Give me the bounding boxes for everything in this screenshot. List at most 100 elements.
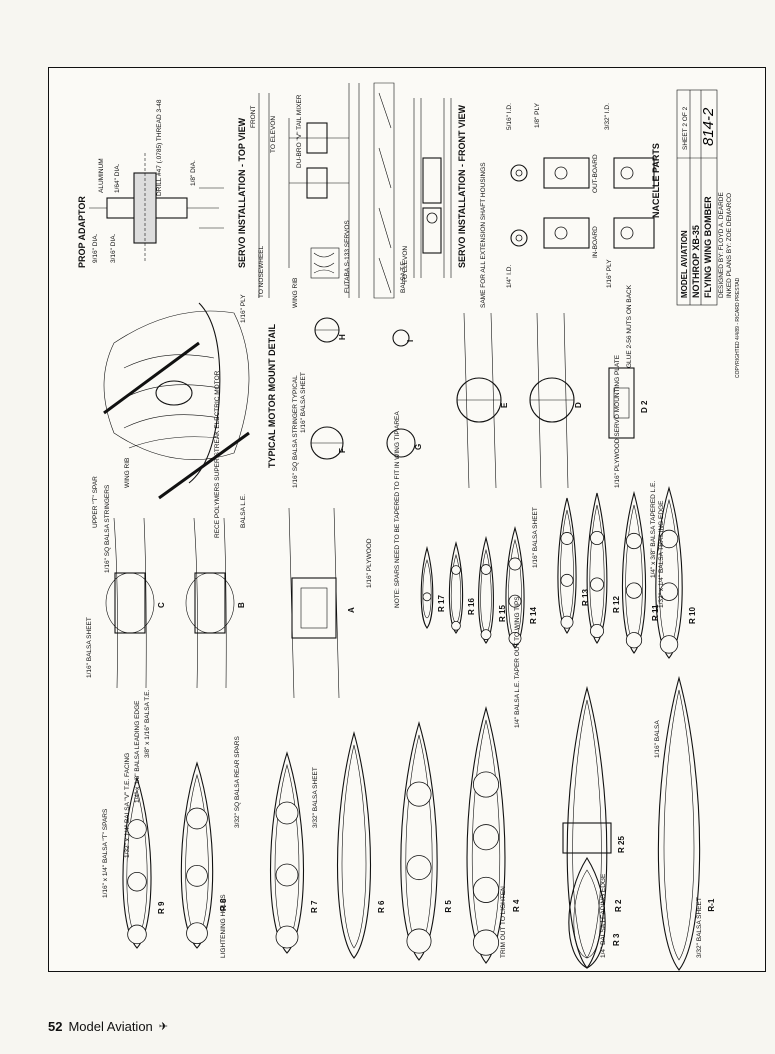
rib-inner-outline: [274, 763, 300, 944]
lightening-hole: [625, 582, 643, 599]
rib-label-r6: R 6: [377, 900, 386, 913]
former-note-glue: GLUE 2-56 NUTS ON BACK: [626, 284, 633, 368]
rib-note-le: 1/4" x 3/8" BALSA TAPERED L.E.: [650, 481, 657, 578]
rib-outline: [478, 535, 494, 644]
title-inked: INKED PLANS BY: ZOE DEMARCO: [726, 193, 733, 298]
page-number: 52: [48, 1018, 63, 1034]
rib-label-r12: R 12: [612, 596, 621, 613]
rib-inner-outline: [480, 548, 492, 634]
lightening-hole: [508, 594, 522, 608]
wing-rib-r8: R 8: [180, 761, 228, 949]
nacelle-label-outboard: OUT-BOARD: [592, 154, 599, 193]
rib-outline: [568, 856, 606, 969]
rib-inner-outline: [185, 773, 209, 939]
wing-rib-r9: R 9: [122, 776, 166, 949]
rib-label-r13: R 13: [581, 589, 590, 606]
rib-note-te-2: 3/8" x 1/16" BALSA T.E.: [144, 689, 151, 758]
nacelle-label-id-3: 1/4" I.D.: [506, 265, 513, 288]
lightening-hole: [472, 771, 500, 798]
former-label-G: G: [414, 444, 423, 450]
lightening-hole: [480, 564, 492, 575]
lightening-hole: [590, 624, 605, 639]
heading-motor-mount: TYPICAL MOTOR MOUNT DETAIL: [267, 324, 277, 468]
title-magazine: MODEL AVIATION: [680, 230, 689, 298]
rib-inner-outline: [572, 699, 602, 959]
motor-label-upper-spar: UPPER "T" SPAR: [92, 476, 99, 528]
lightening-hole: [472, 824, 500, 851]
lightening-hole: [659, 582, 679, 601]
former-label-H: H: [338, 334, 347, 340]
rib-outline: [655, 486, 683, 659]
title-designer: DESIGNED BY: FLOYD A. DEARDE: [718, 192, 725, 298]
title-subtitle: FLYING WING BOMBER: [703, 196, 713, 298]
lightening-hole: [275, 925, 299, 949]
rib-outline: [621, 490, 647, 654]
rib-outline: [180, 761, 214, 949]
wing-rib-r4: R 4: [466, 705, 521, 964]
nacelle-label-id-1: 5/16" I.D.: [506, 103, 513, 130]
lightening-hole: [422, 592, 432, 602]
servo-front-view: SERVO INSTALLATION - FRONT VIEW TO ELEVO…: [402, 98, 467, 283]
lightening-hole: [625, 632, 643, 649]
rib-label-r7: R 7: [310, 900, 319, 913]
plan-sheet: MODEL AVIATION NOTHROP XB-35 FLYING WING…: [48, 67, 766, 972]
rib-inner-outline: [405, 734, 433, 951]
former-note-servo-plate: 1/16" PLYWOOD SERVO MOUNTING PLATE: [614, 354, 621, 488]
former-I: [392, 329, 410, 347]
rib-note-taper: 1/4" BALSA L.E. TAPER OUT TO WING TIPS: [514, 596, 521, 728]
former-label-C: C: [157, 602, 166, 608]
formers-group: F H G I E D D 2 1/16" BALSA SHEET 1/16" …: [292, 284, 649, 489]
nacelle-label-ply-2: 1/16" PLY: [606, 259, 613, 288]
drawing-number: 814-2: [700, 107, 717, 146]
rib-label-r16: R 16: [467, 598, 476, 615]
rib-note-rear-spars: 3/32" SQ BALSA REAR SPARS: [234, 736, 241, 828]
wing-rib-r12: R 12: [586, 492, 621, 644]
rib-inner-outline: [341, 744, 367, 949]
motor-label-ply: 1/16" PLY: [240, 294, 247, 323]
title-sheet: SHEET 2 OF 2: [682, 106, 689, 150]
rib-inner-outline: [663, 689, 695, 961]
lightening-hole: [275, 863, 299, 887]
rib-inner-outline: [625, 504, 643, 644]
former-A: [291, 577, 337, 639]
rib-outline: [505, 526, 525, 649]
lightening-hole: [472, 876, 500, 903]
rib-inner-outline: [589, 504, 605, 634]
wing-rib-r1: R-1: [657, 675, 716, 971]
former-note-4: 1/16" SQ BALSA STRINGERS: [104, 484, 111, 573]
rib-outline: [420, 545, 434, 629]
title-model: NOTHROP XB-35: [691, 225, 701, 298]
wing-rib-r7: R 7: [270, 751, 319, 954]
former-label-D: D: [574, 402, 583, 408]
lightening-hole: [659, 635, 679, 654]
lightening-hole: [451, 565, 461, 575]
servo-label-nosewheel: TO NOSEWHEEL: [258, 245, 265, 298]
rib-label-r14: R 14: [529, 607, 538, 624]
lightening-hole: [480, 629, 492, 640]
rib-note-te: 1/32" x 1/4" BALSA TRAILING EDGE: [658, 500, 665, 608]
lightening-hole: [560, 615, 574, 629]
wing-rib-r14: R 14: [505, 526, 538, 649]
heading-nacelle: NACELLE PARTS: [651, 143, 661, 218]
rib-outline: [336, 730, 372, 959]
rib-note-lightening: LIGHTENING HOLES: [220, 894, 227, 958]
prop-label-dia-1: 1/64" DIA.: [114, 163, 121, 193]
rib-label-r10: R 10: [688, 607, 697, 624]
wing-rib-r17: R 17: [420, 545, 446, 629]
former-label-D2: D 2: [640, 400, 649, 413]
rib-outline: [562, 822, 612, 854]
former-label-B: B: [237, 602, 246, 608]
prop-adaptor-detail: PROP ADAPTOR ALUMINUM DRILL #47 (.0785) …: [77, 99, 224, 268]
heading-servo-top: SERVO INSTALLATION - TOP VIEW: [237, 117, 247, 268]
plan-drawing: MODEL AVIATION NOTHROP XB-35 FLYING WING…: [77, 82, 741, 971]
lightening-hole: [508, 631, 522, 645]
nacelle-label-ply: 1/8" PLY: [534, 102, 541, 128]
rib-label-r17: R 17: [437, 595, 446, 612]
rib-label-r1: R-1: [707, 898, 716, 911]
lightening-hole: [127, 819, 147, 839]
rib-note-sheet-3: 3/32" BALSA SHEET: [696, 897, 703, 958]
former-C: [114, 572, 146, 634]
rib-note-v-te: 1/32" x 1/4" BALSA "V" T.E. FACING: [124, 753, 131, 858]
page-footer: 52 Model Aviation ✈: [48, 1016, 168, 1036]
